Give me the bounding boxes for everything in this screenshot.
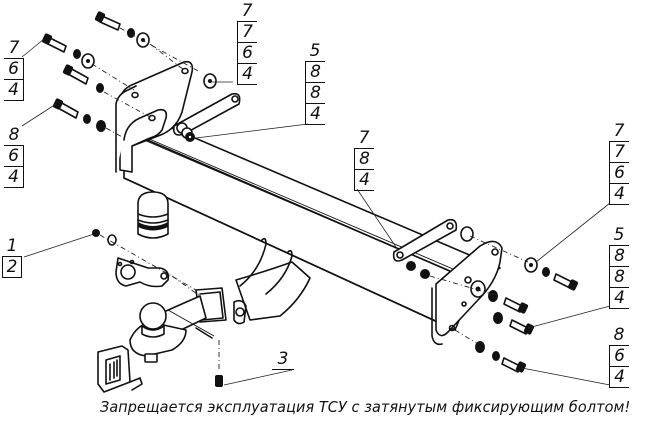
callout-top-left-bolt-upper: 7 6 4 — [4, 38, 24, 101]
right-fasteners — [475, 257, 579, 373]
callout-cell: 4 — [237, 64, 257, 85]
left-fasteners — [41, 11, 217, 132]
callout-head: 7 — [354, 128, 374, 149]
callout-cell: 6 — [4, 59, 24, 80]
callout-right-bracket-middle: 5 8 8 4 — [609, 225, 629, 309]
main-crossbeam — [123, 117, 501, 331]
tow-ball-mount — [129, 237, 311, 357]
callout-top-left-bolt-lower: 8 6 4 — [4, 125, 24, 188]
callout-head: 7 — [609, 121, 629, 142]
callout-top-bracket-plate: 5 8 8 4 — [305, 41, 325, 125]
ball-cap — [137, 191, 169, 239]
callout-cell: 4 — [305, 104, 325, 125]
left-strap-plate — [172, 92, 241, 142]
bolt-icon — [41, 33, 67, 53]
callout-head: 7 — [237, 1, 257, 22]
callout-cell: 6 — [237, 43, 257, 64]
callout-cell: 7 — [609, 142, 629, 163]
callout-cell: 7 — [237, 22, 257, 43]
callout-cell: 4 — [354, 170, 374, 191]
callout-head: 5 — [609, 225, 629, 246]
right-mounting-bracket — [431, 240, 503, 346]
callout-head: 5 — [305, 41, 325, 62]
callout-cell: 4 — [4, 80, 24, 101]
locking-bolt — [215, 340, 223, 387]
callout-cell: 2 — [2, 257, 22, 278]
bolt-icon — [62, 64, 89, 85]
callout-right-bracket-upper: 7 7 6 4 — [609, 121, 629, 205]
callout-cell: 4 — [609, 184, 629, 205]
tow-ball — [139, 302, 167, 363]
callout-cell: 8 — [609, 246, 629, 267]
callout-cell: 4 — [609, 288, 629, 309]
leader-lines — [21, 38, 611, 386]
left-mounting-bracket — [115, 60, 194, 173]
bolt-icon — [509, 319, 535, 335]
callout-top-bracket-upper: 7 7 6 4 — [237, 1, 257, 85]
receiver-plug — [97, 345, 143, 393]
callout-head: 3 — [272, 349, 294, 370]
callout-cell: 8 — [354, 149, 374, 170]
bolt-icon — [52, 98, 79, 119]
bolt-icon — [503, 297, 529, 314]
socket-bracket — [115, 257, 170, 288]
callout-cell: 8 — [609, 267, 629, 288]
callout-cell: 4 — [609, 367, 629, 388]
washer-icon — [107, 234, 117, 246]
callout-right-bracket-lower: 8 6 4 — [609, 325, 629, 388]
nut-icon — [92, 229, 100, 237]
warning-text: Запрещается эксплуатация ТСУ с затянутым… — [100, 398, 631, 416]
callout-socket-nut: 1 2 — [2, 236, 22, 278]
callout-cell: 6 — [609, 163, 629, 184]
callout-head: 7 — [4, 38, 24, 59]
callout-cell: 8 — [305, 83, 325, 104]
bolt-icon — [501, 357, 527, 373]
callout-cell: 6 — [4, 146, 24, 167]
bolt-icon — [94, 11, 121, 31]
callout-cell: 6 — [609, 346, 629, 367]
callout-cell: 4 — [4, 167, 24, 188]
callout-head: 8 — [4, 125, 24, 146]
callout-right-strap: 7 8 4 — [354, 128, 374, 191]
right-strap-plate — [392, 218, 474, 279]
bolt-icon — [553, 273, 579, 291]
callout-head: 8 — [609, 325, 629, 346]
callout-locking-bolt: 3 — [272, 349, 294, 370]
callout-head: 1 — [2, 236, 22, 257]
callout-cell: 8 — [305, 62, 325, 83]
